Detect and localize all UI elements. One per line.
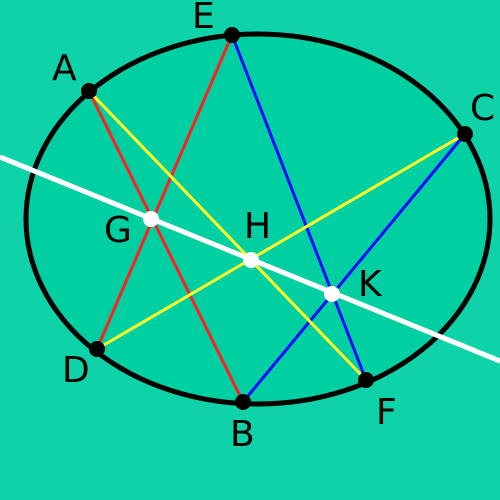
- label-F: F: [376, 392, 397, 433]
- label-B: B: [230, 414, 255, 455]
- segment-BC: [241, 133, 467, 403]
- point-D: [89, 341, 105, 357]
- point-K: [324, 286, 340, 302]
- point-E: [224, 27, 240, 43]
- points: [81, 27, 473, 410]
- point-H: [243, 252, 259, 268]
- label-A: A: [52, 48, 77, 89]
- label-H: H: [244, 206, 271, 247]
- label-D: D: [62, 350, 90, 391]
- segment-ED: [95, 34, 234, 350]
- point-labels: A B C D E F G H K: [52, 0, 495, 455]
- segment-EF: [230, 34, 368, 381]
- label-E: E: [192, 0, 215, 37]
- segment-DC: [96, 132, 466, 351]
- label-K: K: [358, 264, 383, 305]
- segments: [87, 34, 467, 403]
- segment-AF: [87, 89, 368, 382]
- point-B: [235, 394, 251, 410]
- point-C: [457, 126, 473, 142]
- label-G: G: [104, 210, 132, 251]
- point-F: [358, 372, 374, 388]
- label-C: C: [470, 88, 495, 129]
- point-G: [143, 211, 159, 227]
- segment-AB: [87, 90, 245, 403]
- point-A: [81, 83, 97, 99]
